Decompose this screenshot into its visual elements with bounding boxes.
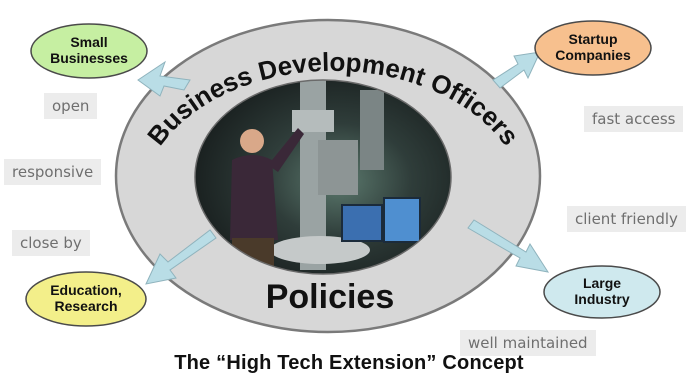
arrow-to-education-research [145, 229, 217, 285]
attribute-responsive: responsive [4, 159, 102, 185]
attribute-well-maintained: well maintained [460, 330, 596, 356]
attribute-client-friendly: client friendly [567, 206, 686, 232]
arrow-to-startup-companies [492, 51, 541, 89]
node-education-research: Education,Research [25, 271, 147, 327]
arrow-to-large-industry [467, 219, 550, 273]
caption: The “High Tech Extension” Concept [174, 352, 524, 374]
arrow-to-small-businesses [137, 60, 191, 97]
photo-frame [194, 79, 452, 275]
node-education-research-label: Education,Research [50, 282, 122, 314]
attribute-open: open [44, 93, 98, 119]
attribute-close-by: close by [12, 230, 90, 256]
ring-bottom-label: Policies [266, 278, 395, 316]
lab-photo [195, 80, 451, 274]
attribute-fast-access: fast access [584, 106, 684, 132]
